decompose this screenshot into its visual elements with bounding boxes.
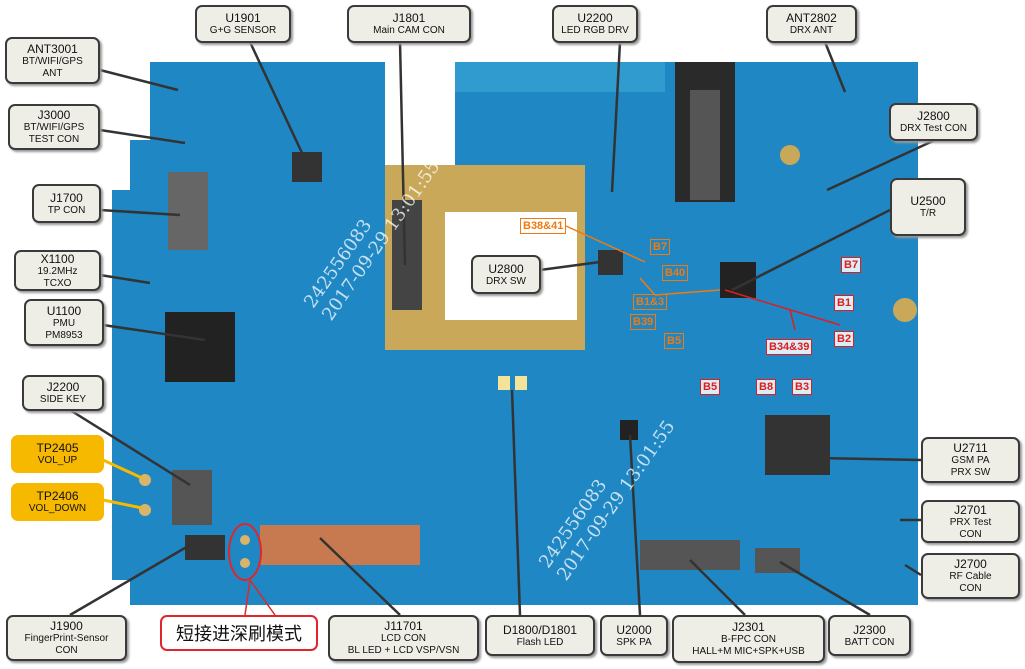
- band-label: B5: [700, 379, 721, 395]
- band-label: B8: [756, 379, 777, 395]
- band-label: B3: [792, 379, 813, 395]
- band-label: B1: [834, 295, 855, 311]
- band-label: B5: [664, 333, 685, 349]
- band-label: B1&3: [633, 294, 668, 310]
- band-label: B7: [841, 257, 862, 273]
- deep-flash-mode-note: 短接进深刷模式: [160, 615, 318, 651]
- band-label: B7: [650, 239, 671, 255]
- band-label: B38&41: [520, 218, 567, 234]
- band-label: B34&39: [766, 339, 813, 355]
- band-label: B39: [630, 314, 657, 330]
- band-label: B40: [662, 265, 689, 281]
- band-label: B2: [834, 331, 855, 347]
